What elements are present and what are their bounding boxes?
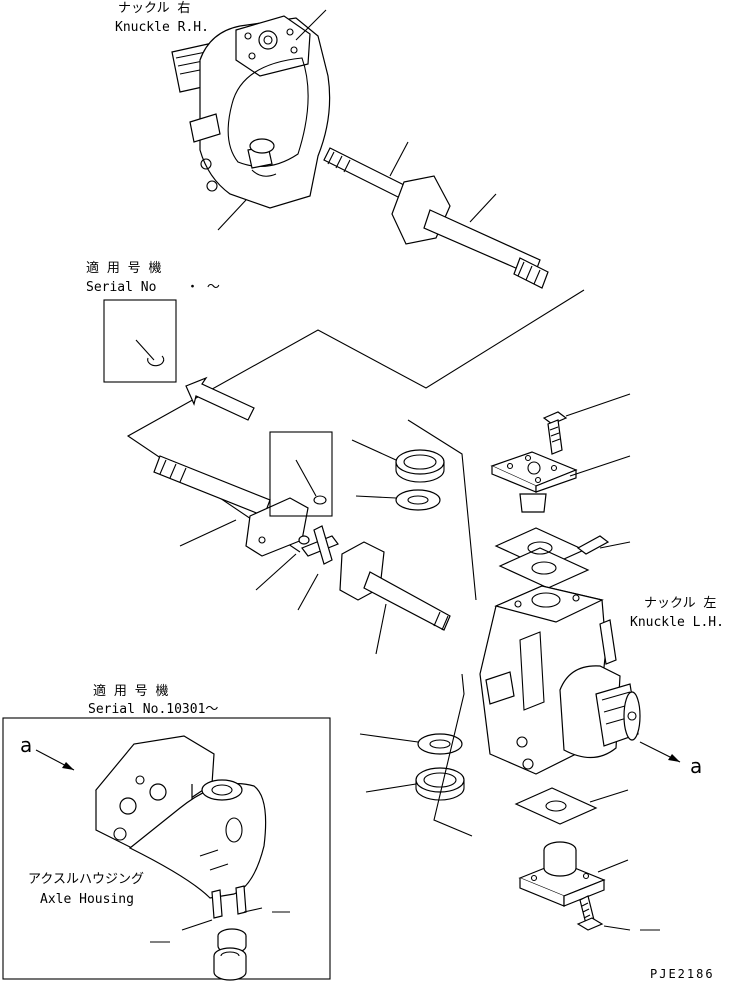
universal-joint-cross [298,525,339,565]
leader-line-18 [603,925,631,931]
serial-box-1-range: ・ 〜 [186,280,220,295]
axle-shaft-middle [153,455,309,557]
axle-housing-jp-label: アクスルハウジング [28,872,144,887]
leader-line-8 [375,603,387,655]
knuckle-lh-jp-label: ナックル 左 [644,596,716,611]
assembly-guide-line-2 [433,673,473,837]
view-marker-right: a [690,754,702,778]
yoke-part [339,541,451,631]
assembly-outline [126,289,585,553]
leader-line-3 [389,141,409,177]
seal-ring-lower [417,733,463,755]
axle-housing-part [95,735,267,919]
knuckle-rh-jp-label: ナックル 右 [118,1,190,16]
leader-line-1 [295,9,327,41]
shim-plate-lower [514,787,598,825]
leader-line-14 [569,455,631,477]
knuckle-rh-en-label: Knuckle R.H. [115,20,209,35]
serial-box-1-jp-label: 適 用 号 機 [86,260,161,276]
knuckle-rh-part [171,15,331,209]
leader-line-4 [469,193,497,223]
leader-line-11 [359,733,419,743]
view-arrow-left-icon [35,749,75,771]
snap-ring-icon [313,495,327,505]
leader-line-17 [597,859,629,873]
bolt-upper [542,411,568,455]
leader-line-2 [217,199,247,231]
bolt-lower [576,895,604,931]
serial-inset-box-1 [103,299,177,383]
axle-housing-en-label: Axle Housing [40,892,134,907]
assembly-guide-line-1 [407,419,477,601]
snap-ring-inset [269,431,333,517]
leader-line-9 [351,439,397,461]
leader-line-6 [255,553,297,591]
knuckle-lh-en-label: Knuckle L.H. [630,615,724,630]
serial-inset-box-2 [2,717,331,980]
king-pin-cap-upper [490,451,578,513]
seal-ring-upper [395,489,441,511]
view-marker-left: a [20,733,32,757]
leader-line-10 [355,495,397,499]
bearing-ring-lower [415,767,465,801]
bushing-lower [213,947,247,981]
direction-arrow-icon [185,376,255,421]
serial-box-2-jp-label: 適 用 号 機 [93,683,168,699]
leader-line-5 [179,519,237,547]
serial-box-2-en-label: Serial No.10301〜 [88,702,218,717]
bearing-ring-upper [395,449,445,483]
serial-box-1-en-label: Serial No [86,280,156,295]
knuckle-lh-part [479,585,641,775]
leader-line-20 [181,919,213,931]
leader-line-12 [365,783,417,793]
king-pin-cap-lower [518,841,606,907]
leader-line-15 [599,541,631,549]
view-arrow-right-icon [639,741,681,763]
leader-line-21 [243,907,263,913]
axle-shaft-upper [323,147,549,289]
snap-ring-leader [295,459,317,497]
snap-ring-detail-icon [135,339,165,367]
leader-line-13 [565,393,631,417]
leader-line-7 [297,573,319,611]
shim-plate-upper [494,527,610,589]
leader-line-16 [589,789,629,803]
figure-code: PJE2186 [650,967,715,981]
